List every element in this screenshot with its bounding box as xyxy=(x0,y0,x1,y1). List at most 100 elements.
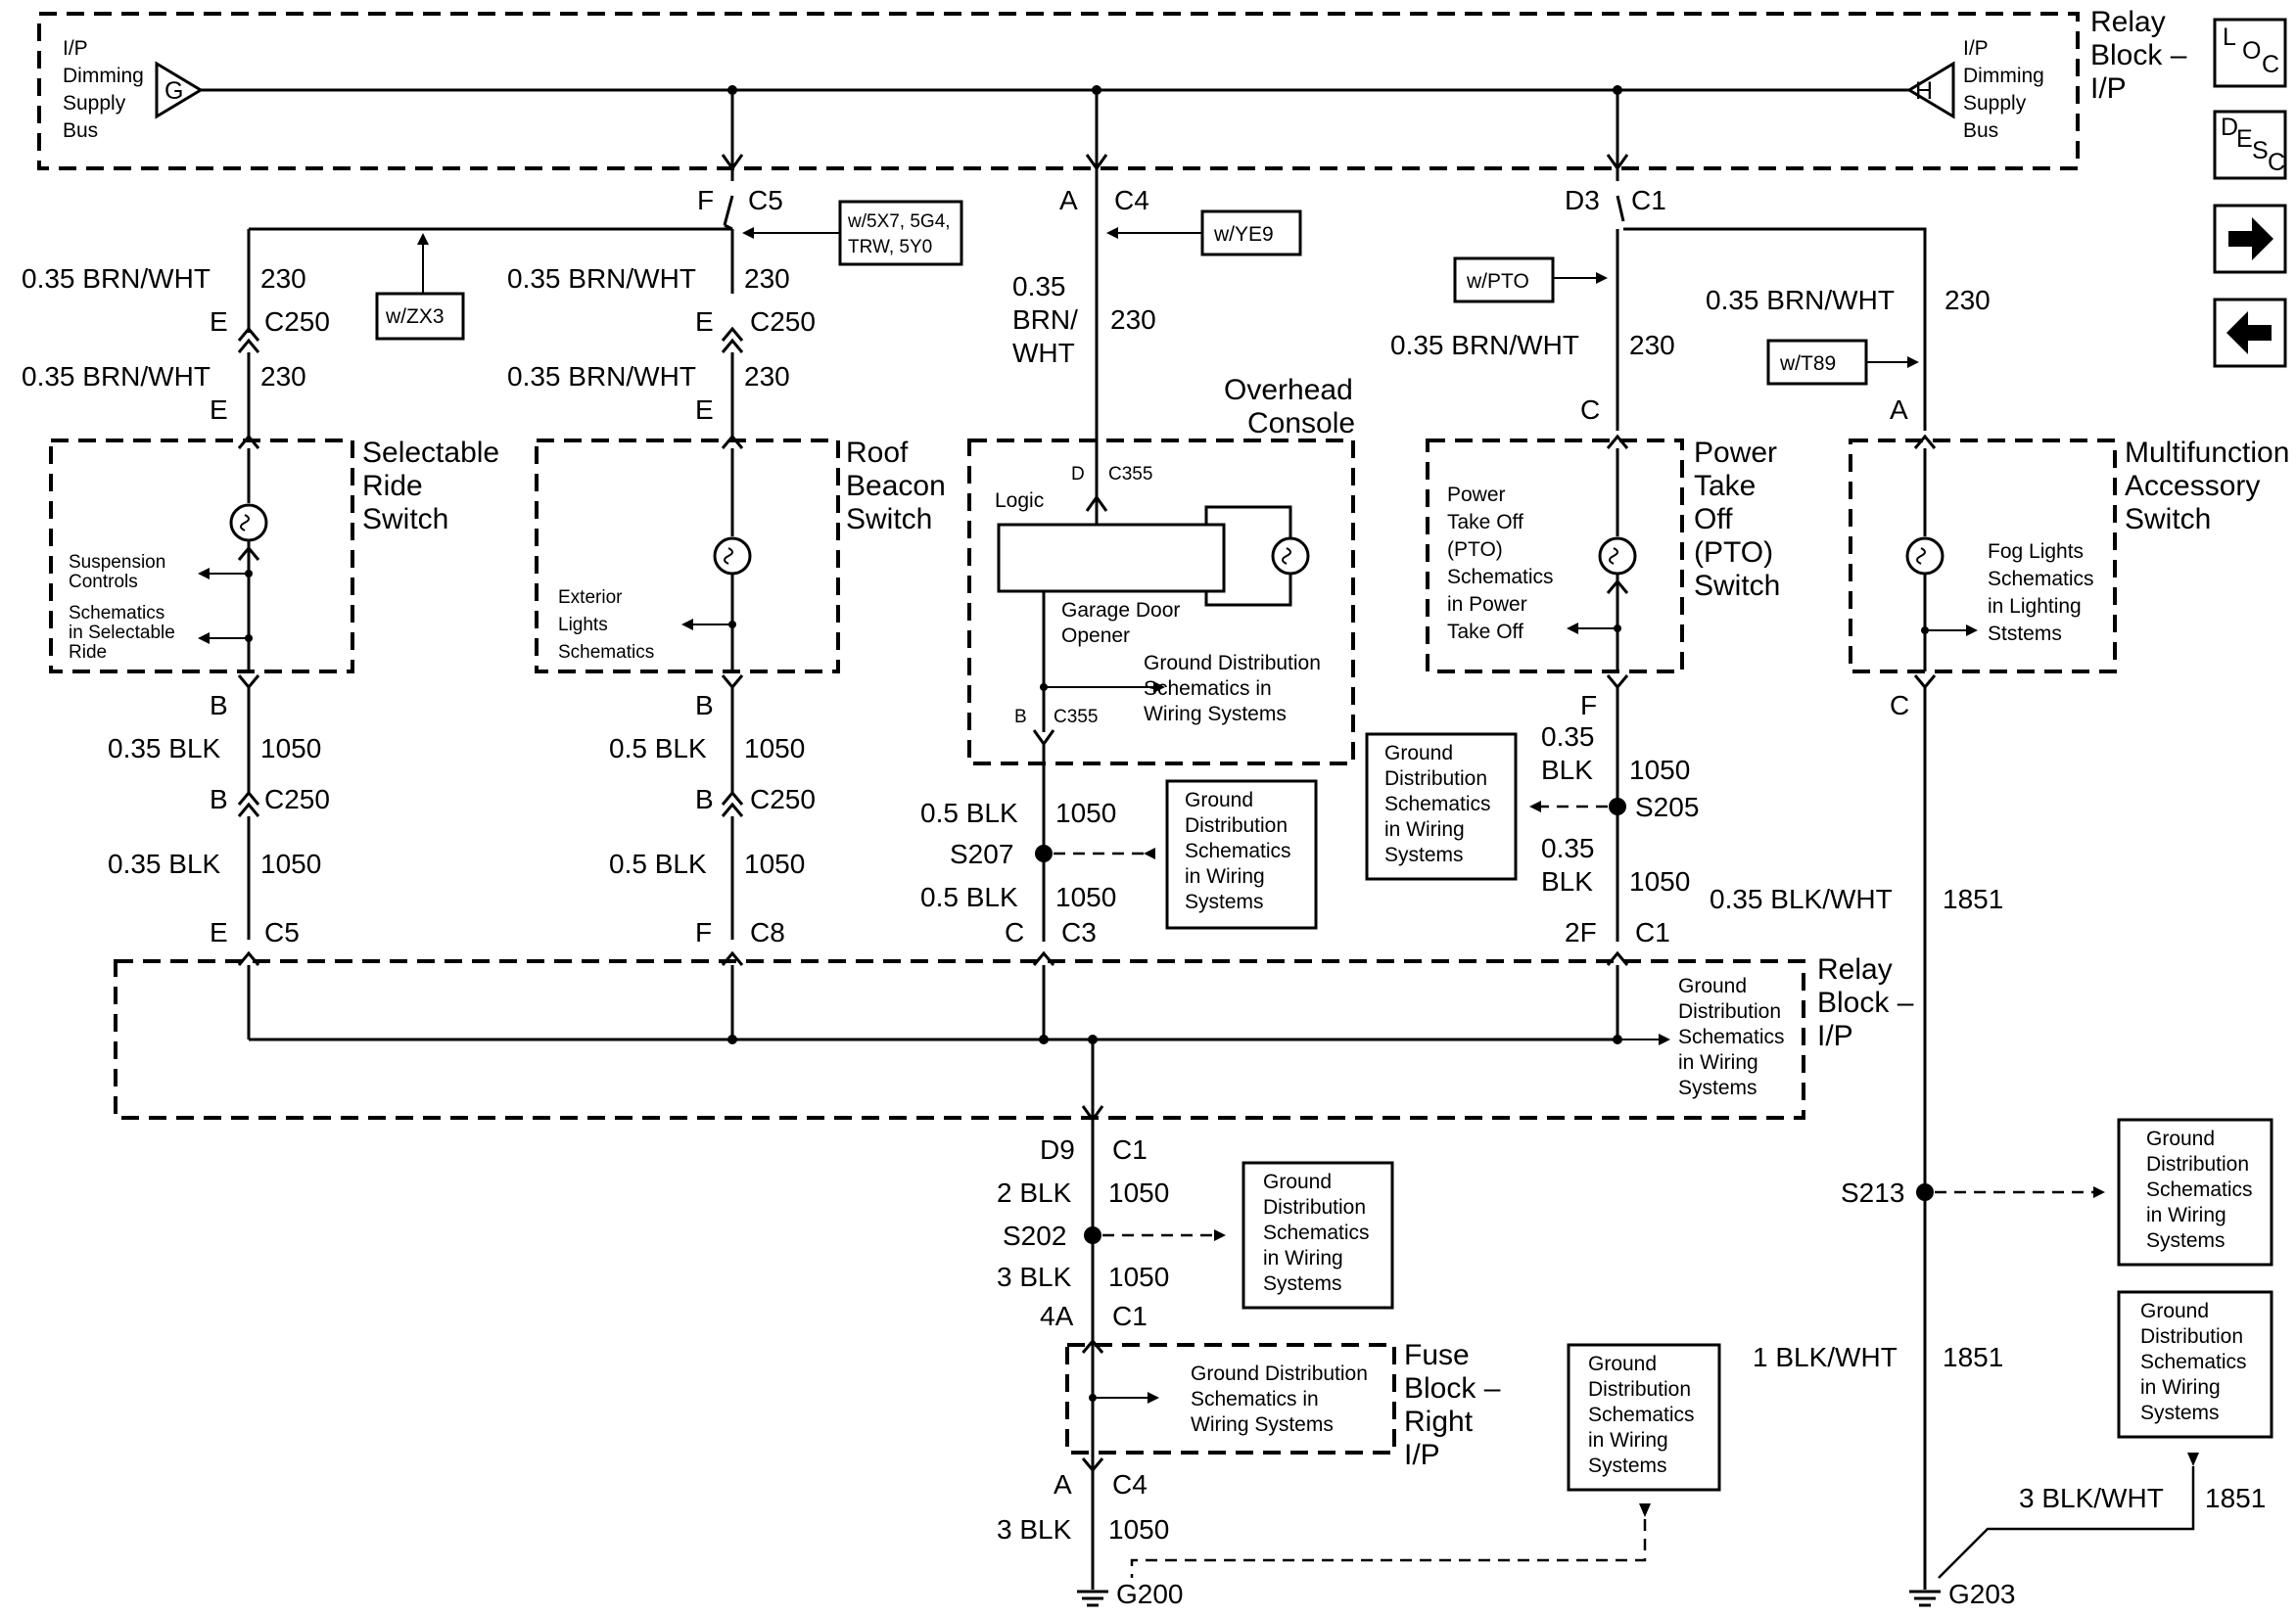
ref-box-s202[interactable] xyxy=(1242,1161,1394,1310)
svg-text:C5: C5 xyxy=(748,185,783,215)
svg-text:A: A xyxy=(1890,394,1908,425)
ref-exterior-lights[interactable]: Exterior Lights Schematics xyxy=(558,587,654,663)
svg-text:B: B xyxy=(695,784,714,814)
svg-text:G203: G203 xyxy=(1948,1579,2016,1609)
ref-box-s205[interactable] xyxy=(1365,732,1518,881)
svg-text:S205: S205 xyxy=(1635,792,1699,822)
bulb-icon xyxy=(1598,536,1637,576)
svg-text:0.5 BLK: 0.5 BLK xyxy=(609,733,707,763)
column-pto: D3 C1 w/PTO 0.35 BRN/WHT 230 C Power Tak… xyxy=(1365,168,1927,1040)
svg-text:B: B xyxy=(210,784,228,814)
svg-text:C: C xyxy=(1580,394,1600,425)
svg-text:F: F xyxy=(695,917,712,947)
ref-box-g203[interactable] xyxy=(2117,1290,2273,1439)
svg-text:C250: C250 xyxy=(750,306,816,337)
column-roof-beacon: 0.35 BRN/WHT 230 E C250 0.35 BRN/WHT 230… xyxy=(507,263,954,1040)
option-t89-box xyxy=(1766,339,1868,386)
svg-text:S207: S207 xyxy=(950,839,1013,869)
right-bus-label: I/P Dimming Supply Bus xyxy=(1963,37,2050,142)
svg-text:S213: S213 xyxy=(1841,1178,1904,1208)
nav-panel: L O C D E S C xyxy=(2213,18,2287,368)
svg-text:1851: 1851 xyxy=(2205,1483,2266,1513)
svg-text:C: C xyxy=(2262,51,2279,78)
ref-suspension-controls[interactable]: Suspension Controls xyxy=(69,552,171,592)
svg-text:D: D xyxy=(1071,464,1085,485)
svg-text:0.35 BLK: 0.35 BLK xyxy=(108,733,221,763)
svg-text:1 BLK/WHT: 1 BLK/WHT xyxy=(1753,1342,1898,1372)
svg-text:230: 230 xyxy=(260,361,306,392)
svg-text:C5: C5 xyxy=(264,917,300,947)
ref-fuse-block-ground[interactable]: Ground Distribution Schematics in Wiring… xyxy=(1191,1363,1374,1436)
bulb-icon xyxy=(229,503,268,542)
arrow-right-icon xyxy=(2228,217,2273,260)
roof-beacon-switch-label: Roof Beacon Switch xyxy=(846,437,954,535)
prev-page-button[interactable] xyxy=(2213,298,2287,368)
svg-text:230: 230 xyxy=(744,361,790,392)
option-ye9-box xyxy=(1200,209,1302,256)
svg-text:230: 230 xyxy=(744,263,790,294)
overhead-console xyxy=(967,439,1355,765)
relay-block-top-title: Relay Block – I/P xyxy=(2090,6,2195,105)
svg-text:0.5 BLK: 0.5 BLK xyxy=(920,882,1018,912)
ref-selectable-ride[interactable]: Schematics in Selectable Ride xyxy=(69,603,180,663)
svg-text:E: E xyxy=(695,306,714,337)
svg-text:0.5 BLK: 0.5 BLK xyxy=(920,798,1018,828)
desc-button[interactable]: D E S C xyxy=(2213,110,2287,180)
svg-text:1050: 1050 xyxy=(744,849,805,879)
svg-text:C355: C355 xyxy=(1108,464,1152,485)
svg-text:F: F xyxy=(1580,690,1597,720)
ref-pto-schematics[interactable]: Power Take Off (PTO) Schematics in Power… xyxy=(1447,484,1559,643)
svg-text:B: B xyxy=(695,690,714,720)
svg-text:B: B xyxy=(210,690,228,720)
arrow-left-icon xyxy=(2226,311,2272,354)
svg-text:w/T89: w/T89 xyxy=(1779,352,1836,375)
svg-text:C250: C250 xyxy=(750,784,816,814)
svg-text:E: E xyxy=(2236,125,2253,153)
svg-text:Garage Door Opener: Garage Door Opener xyxy=(1061,599,1186,647)
svg-text:w/ZX3: w/ZX3 xyxy=(385,305,445,328)
svg-text:C250: C250 xyxy=(264,306,330,337)
svg-text:0.35 BRN/WHT: 0.35 BRN/WHT xyxy=(507,361,696,392)
svg-text:1851: 1851 xyxy=(1943,884,2003,914)
next-page-button[interactable] xyxy=(2213,204,2287,274)
relay-block-bottom: Relay Block – I/P Ground Distribution Sc… xyxy=(114,953,1914,1123)
overhead-console-label: Overhead Console xyxy=(1224,374,1361,439)
bulb-icon xyxy=(1905,536,1945,576)
svg-text:w/YE9: w/YE9 xyxy=(1213,223,1274,246)
svg-text:Ground Distribution: Ground Distribution Schematics in Wiring… xyxy=(2146,1128,2258,1252)
svg-text:C3: C3 xyxy=(1061,917,1097,947)
svg-text:E: E xyxy=(210,306,228,337)
svg-text:w/5X7, 5G4, TRW, 5Y0: w/5X7, 5G4, TRW, 5Y0 xyxy=(847,211,956,257)
svg-text:1050: 1050 xyxy=(1108,1262,1169,1292)
fuse-block-label: Fuse Block – Right I/P xyxy=(1404,1339,1509,1471)
svg-text:1050: 1050 xyxy=(1629,866,1690,897)
selectable-ride-switch xyxy=(49,439,354,673)
svg-text:w/PTO: w/PTO xyxy=(1466,270,1529,293)
svg-text:C1: C1 xyxy=(1112,1301,1148,1331)
ref-ground-distribution-console[interactable]: Ground Distribution Schematics in Wiring… xyxy=(1144,652,1327,725)
ref-ground-distribution-relay[interactable]: Ground Distribution Schematics in Wiring… xyxy=(1678,975,1790,1099)
bulb-icon xyxy=(1271,536,1310,576)
loc-button[interactable]: L O C xyxy=(2213,18,2287,88)
column-overhead-console: A C4 w/YE9 0.35 BRN/ WHT 230 Overhead Co… xyxy=(920,168,1361,1040)
svg-text:1050: 1050 xyxy=(1629,755,1690,785)
svg-text:2F: 2F xyxy=(1565,917,1597,947)
ref-box-s207[interactable] xyxy=(1165,779,1318,930)
ref-box-s213[interactable] xyxy=(2117,1118,2273,1267)
logic-block xyxy=(997,523,1226,593)
svg-text:C1: C1 xyxy=(1631,185,1666,215)
svg-text:Ground Distribution: Ground Distribution Schematics in Wiring… xyxy=(2140,1300,2252,1424)
svg-text:L: L xyxy=(2223,23,2236,51)
svg-text:0.35 BLK: 0.35 BLK xyxy=(1541,833,1602,897)
svg-text:B: B xyxy=(1014,707,1027,727)
pto-switch xyxy=(1426,439,1684,673)
svg-text:C4: C4 xyxy=(1114,185,1149,215)
ref-box-g200[interactable] xyxy=(1567,1343,1721,1492)
main-ground-path: D9 C1 2 BLK 1050 S202 Ground Distributio… xyxy=(997,1120,1721,1609)
svg-text:S: S xyxy=(2252,137,2269,164)
svg-text:E: E xyxy=(695,394,714,425)
ref-fog-lights[interactable]: Fog Lights Schematics in Lighting Ststem… xyxy=(1988,540,2099,645)
svg-text:0.35 BRN/WHT: 0.35 BRN/WHT xyxy=(1706,285,1895,315)
svg-text:0.35 BRN/WHT: 0.35 BRN/WHT xyxy=(507,263,696,294)
